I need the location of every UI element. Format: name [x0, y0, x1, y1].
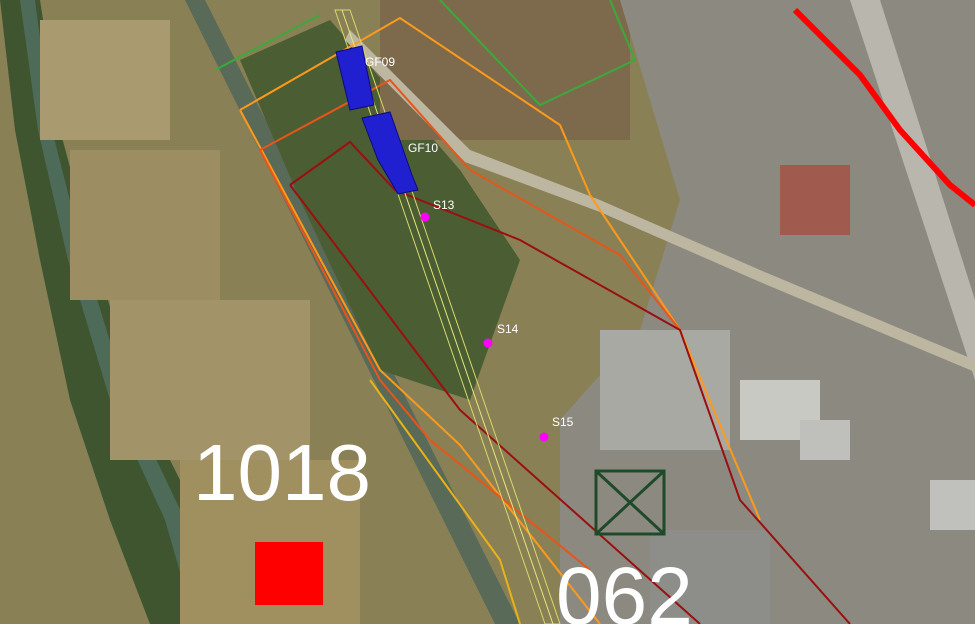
boundary-dark-red [289, 184, 701, 624]
field [70, 150, 220, 300]
label-s15: S15 [552, 415, 574, 429]
boundary-orange [239, 109, 601, 624]
label-062: 062 [556, 551, 693, 624]
boundary-dark-orange [259, 78, 681, 331]
highway [850, 0, 975, 380]
point-s14[interactable] [483, 338, 493, 348]
route-red [792, 7, 975, 208]
field [380, 0, 630, 140]
label-s14: S14 [497, 322, 519, 336]
field [40, 20, 170, 140]
alignment-corridor [334, 9, 561, 624]
parcel-gf10[interactable] [361, 111, 419, 195]
road [345, 30, 975, 372]
alignment-axis [341, 9, 554, 624]
label-gf10: GF10 [408, 141, 438, 155]
canal [185, 0, 520, 624]
parcel-gf09[interactable] [335, 45, 375, 111]
urban-area [560, 0, 975, 624]
boundary-dark-orange [259, 149, 591, 571]
point-s15[interactable] [539, 432, 549, 442]
red-square-marker[interactable] [255, 542, 323, 605]
crossed-box-marker[interactable] [594, 469, 666, 536]
parking-lot [600, 330, 730, 450]
boundary-green-right [439, 0, 637, 107]
boundary-yellow [369, 379, 521, 624]
building [930, 480, 975, 530]
parking-lot [650, 530, 770, 624]
building [800, 420, 850, 460]
boundary-orange [239, 16, 761, 521]
orchard-area [240, 20, 520, 400]
label-s13: S13 [433, 198, 455, 212]
field [110, 300, 310, 460]
building [780, 165, 850, 235]
boundary-green-left [214, 14, 321, 71]
river-vegetation [0, 0, 240, 624]
label-gf09: GF09 [365, 55, 395, 69]
boundary-dark-red [289, 140, 851, 624]
point-s13[interactable] [420, 212, 430, 222]
label-1018: 1018 [193, 428, 371, 517]
